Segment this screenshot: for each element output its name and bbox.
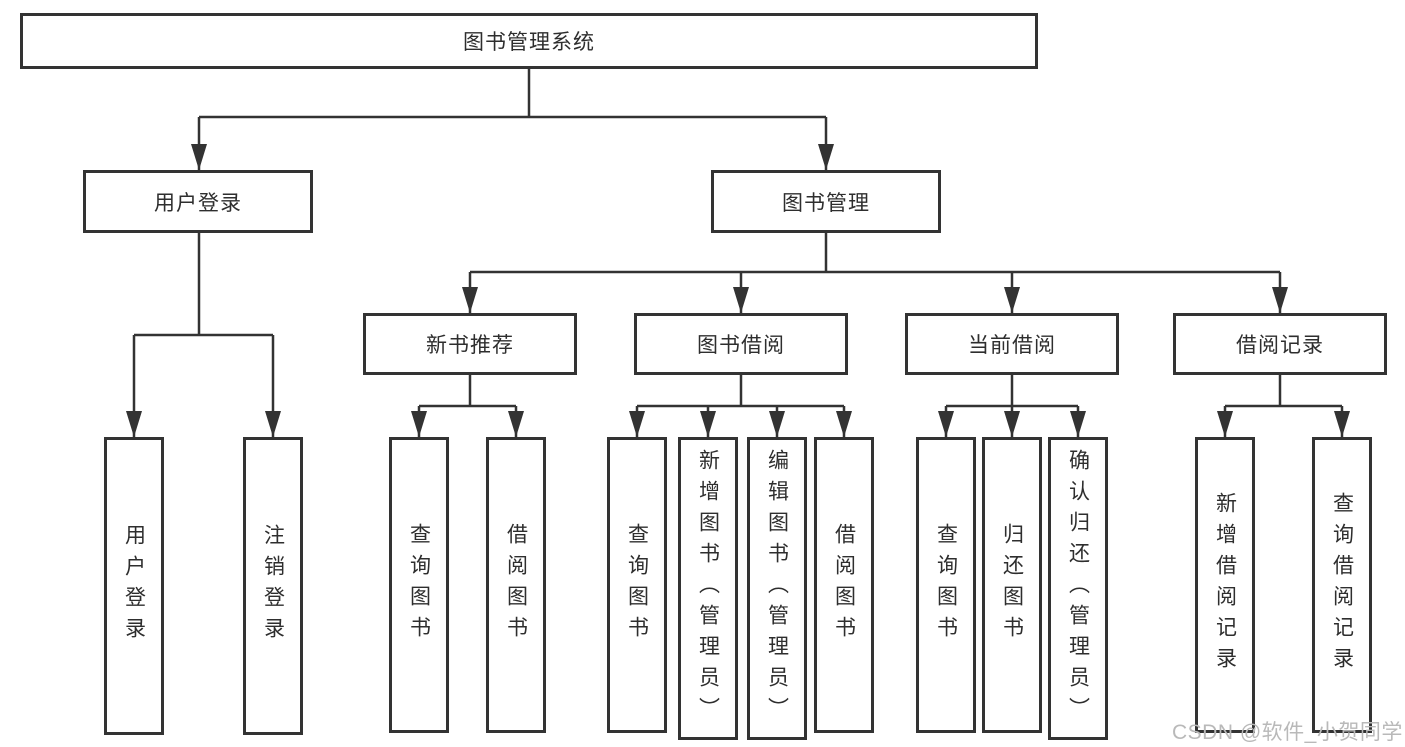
leaf-label: 编辑图书（管理员） xyxy=(765,449,789,728)
node-label: 图书借阅 xyxy=(697,334,785,357)
node-label: 用户登录 xyxy=(154,191,242,215)
leaf-borrow-books-recommend: 借阅图书 xyxy=(486,437,546,733)
leaf-label: 新增借阅记录 xyxy=(1213,492,1237,678)
leaf-user-login: 用户登录 xyxy=(104,437,164,735)
leaf-label: 查询图书 xyxy=(407,523,431,647)
node-label: 新书推荐 xyxy=(426,334,514,357)
leaf-confirm-return-admin: 确认归还（管理员） xyxy=(1048,437,1108,740)
node-book-borrow: 图书借阅 xyxy=(634,313,848,375)
node-borrow-records: 借阅记录 xyxy=(1173,313,1387,375)
node-root-library-system: 图书管理系统 xyxy=(20,13,1038,69)
node-label: 图书管理系统 xyxy=(463,31,595,54)
leaf-label: 确认归还（管理员） xyxy=(1066,449,1090,728)
leaf-label: 查询图书 xyxy=(625,523,649,647)
leaf-label: 归还图书 xyxy=(1000,523,1024,647)
leaf-logout: 注销登录 xyxy=(243,437,303,735)
leaf-label: 查询图书 xyxy=(934,523,958,647)
arrow-down-icons xyxy=(126,144,1350,437)
node-label: 当前借阅 xyxy=(968,334,1056,357)
node-new-book-recommend: 新书推荐 xyxy=(363,313,577,375)
leaf-label: 借阅图书 xyxy=(504,523,528,647)
csdn-watermark: CSDN @软件_小贺同学 xyxy=(1172,721,1403,744)
leaf-edit-book-admin: 编辑图书（管理员） xyxy=(747,437,807,740)
leaf-label: 查询借阅记录 xyxy=(1330,492,1354,678)
leaf-label: 借阅图书 xyxy=(832,523,856,647)
node-label: 图书管理 xyxy=(782,191,870,215)
leaf-add-book-admin: 新增图书（管理员） xyxy=(678,437,738,740)
leaf-label: 新增图书（管理员） xyxy=(696,449,720,728)
leaf-return-book: 归还图书 xyxy=(982,437,1042,733)
node-book-management: 图书管理 xyxy=(711,170,941,233)
leaf-label: 注销登录 xyxy=(261,524,285,648)
leaf-borrow-books: 借阅图书 xyxy=(814,437,874,733)
leaf-add-borrow-record: 新增借阅记录 xyxy=(1195,437,1255,733)
node-current-borrow: 当前借阅 xyxy=(905,313,1119,375)
connector-lines xyxy=(132,69,1344,437)
node-label: 借阅记录 xyxy=(1236,334,1324,357)
node-user-login: 用户登录 xyxy=(83,170,313,233)
leaf-query-books-borrow: 查询图书 xyxy=(607,437,667,733)
leaf-label: 用户登录 xyxy=(122,524,146,648)
leaf-query-books-recommend: 查询图书 xyxy=(389,437,449,733)
leaf-query-borrow-record: 查询借阅记录 xyxy=(1312,437,1372,733)
leaf-query-books-current: 查询图书 xyxy=(916,437,976,733)
